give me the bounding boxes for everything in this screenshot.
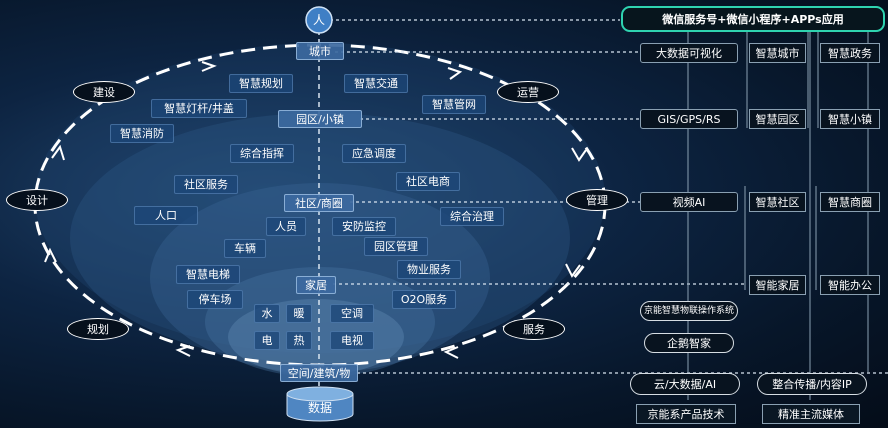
app-emergency: 应急调度	[342, 144, 406, 163]
lifecycle-service: 服务	[503, 318, 565, 340]
app-governance: 综合治理	[440, 207, 504, 226]
orbit-arrow	[443, 346, 459, 359]
orbit-arrow	[571, 147, 587, 162]
cap-gis: GIS/GPS/RS	[640, 109, 738, 129]
lifecycle-plan: 规划	[67, 318, 129, 340]
iot-os-pill: 京能智慧物联操作系统	[640, 301, 738, 321]
tier-city: 城市	[296, 42, 344, 60]
person-icon	[305, 6, 333, 34]
cloud-ai-pill: 云/大数据/AI	[630, 373, 740, 395]
utility-heat: 热	[286, 331, 312, 350]
lifecycle-build: 建设	[73, 81, 135, 103]
scene-smart-town: 智慧小镇	[820, 109, 880, 129]
cap-big-data-vis: 大数据可视化	[640, 43, 738, 63]
tier-community: 社区/商圈	[284, 194, 354, 212]
tech-base: 京能系产品技术	[636, 404, 736, 424]
utility-water: 水	[254, 304, 280, 323]
scene-smart-gov: 智慧政务	[820, 43, 880, 63]
media-base: 精准主流媒体	[762, 404, 860, 424]
app-smart-fire: 智慧消防	[110, 124, 174, 143]
media-pill: 整合传播/内容IP	[757, 373, 867, 395]
penguin-home-pill: 企鹅智家	[644, 333, 734, 353]
scene-smart-park: 智慧园区	[749, 109, 806, 129]
app-community-service: 社区服务	[174, 175, 238, 194]
app-o2o: O2O服务	[392, 290, 456, 309]
orbit-arrow	[565, 263, 581, 278]
person-label: 人	[312, 13, 325, 27]
utility-electric: 电	[254, 331, 280, 350]
database-icon	[286, 386, 354, 422]
lifecycle-design: 设计	[6, 189, 68, 211]
app-smart-pipe: 智慧管网	[422, 95, 486, 114]
scene-smart-business: 智慧商圈	[820, 192, 880, 212]
utility-ac: 空调	[330, 304, 374, 323]
app-smart-traffic: 智慧交通	[344, 74, 408, 93]
cap-video-ai: 视频AI	[640, 192, 738, 212]
app-population: 人口	[134, 206, 198, 225]
orbit-arrow	[44, 247, 57, 263]
app-vehicles: 车辆	[224, 239, 266, 258]
app-smart-lamp: 智慧灯杆/井盖	[151, 99, 247, 118]
tier-park: 园区/小镇	[278, 110, 362, 128]
scene-smart-community: 智慧社区	[749, 192, 806, 212]
scene-smart-city: 智慧城市	[749, 43, 806, 63]
lifecycle-manage: 管理	[566, 189, 628, 211]
tier-space: 空间/建筑/物	[280, 364, 358, 382]
app-command: 综合指挥	[230, 144, 294, 163]
app-security: 安防监控	[332, 217, 396, 236]
utility-heating: 暖	[286, 304, 312, 323]
app-parking: 停车场	[187, 290, 243, 309]
app-property: 物业服务	[397, 260, 461, 279]
channel-header: 微信服务号+微信小程序+APPs应用	[621, 6, 885, 32]
scene-smart-home: 智能家居	[749, 275, 806, 295]
scene-smart-office: 智能办公	[820, 275, 880, 295]
app-smart-planning: 智慧规划	[229, 74, 293, 93]
data-label: 数据	[307, 401, 332, 415]
app-community-ecommerce: 社区电商	[396, 172, 460, 191]
utility-tv: 电视	[330, 331, 374, 350]
app-park-mgmt: 园区管理	[364, 237, 428, 256]
orbit-arrow	[51, 144, 65, 161]
app-personnel: 人员	[266, 217, 306, 236]
app-smart-elevator: 智慧电梯	[176, 265, 240, 284]
orbit-arrow	[175, 345, 191, 357]
lifecycle-operate: 运营	[497, 81, 559, 103]
tier-home: 家居	[296, 276, 336, 294]
orbit-arrow	[201, 61, 217, 72]
orbit-arrow	[447, 67, 463, 80]
